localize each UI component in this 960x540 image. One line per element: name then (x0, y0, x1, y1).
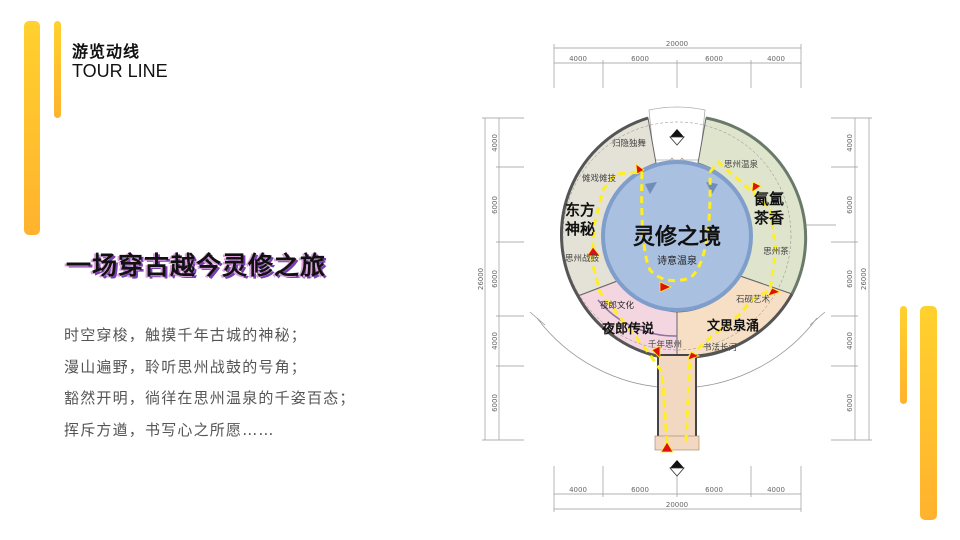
south-marker-icon (670, 460, 684, 468)
dim-right-seg: 6000 (846, 196, 854, 214)
dim-left-total: 26000 (477, 268, 485, 290)
accent-bar-right-large (920, 306, 937, 520)
dim-top-seg: 4000 (569, 55, 587, 63)
center-title: 灵修之境 (633, 224, 721, 250)
dim-right-seg: 4000 (846, 332, 854, 350)
dim-left-seg: 4000 (491, 134, 499, 152)
dim-top-total: 20000 (666, 40, 688, 48)
accent-bar-left-small (54, 21, 61, 118)
description-line: 豁然开明，徜徉在思州温泉的千姿百态； (64, 389, 356, 407)
arrow-icon (751, 181, 762, 193)
dim-left-seg: 6000 (491, 196, 499, 214)
entrance-platform (654, 435, 700, 451)
dim-right-seg: 4000 (846, 134, 854, 152)
description-line: 挥斥方遒，书写心之所愿…… (64, 420, 275, 439)
dim-bottom-seg: 4000 (569, 486, 587, 494)
dim-left-seg: 6000 (491, 394, 499, 412)
dim-top-seg: 6000 (705, 55, 723, 63)
zone-east-title-1: 氤氲 (754, 190, 784, 208)
arrow-icon (659, 281, 672, 293)
zone-east-title-2: 茶香 (754, 209, 784, 227)
zone-label: 夜郎文化 (600, 300, 635, 311)
dimension-left (482, 117, 524, 441)
dim-bottom-seg: 6000 (631, 486, 649, 494)
zone-label: 思州茶 (763, 246, 789, 257)
dimension-bottom (553, 466, 802, 512)
dim-right-seg: 6000 (846, 270, 854, 288)
description-line: 时空穿梭，触摸千年古城的神秘； (64, 326, 308, 344)
section-title-chinese: 游览动线 (72, 42, 141, 61)
zone-label: 千年思州 (648, 339, 682, 350)
arrow-icon (767, 287, 782, 297)
zone-west-title-1: 东方 (565, 201, 595, 219)
headline: 一场穿古越今灵修之旅 (66, 251, 327, 280)
arrow-icon (660, 441, 674, 453)
tour-route (590, 159, 778, 444)
dim-left-seg: 4000 (491, 332, 499, 350)
center-subtitle: 诗意温泉 (657, 254, 697, 267)
zone-southeast-title: 文思泉涌 (707, 318, 759, 334)
dim-top-seg: 6000 (631, 55, 649, 63)
section-title-english: TOUR LINE (72, 61, 168, 81)
dim-top-seg: 4000 (767, 55, 785, 63)
dim-bottom-total: 20000 (666, 501, 688, 509)
zone-label: 思州战鼓 (565, 253, 600, 264)
dim-right-seg: 6000 (846, 394, 854, 412)
description-text: 时空穿梭，触摸千年古城的神秘； 漫山遍野，聆听思州战鼓的号角； 豁然开明，徜徉在… (64, 320, 356, 446)
route-arrows (586, 163, 782, 453)
dim-bottom-seg: 4000 (767, 486, 785, 494)
arrow-icon (651, 345, 661, 359)
north-marker-icon (670, 129, 684, 137)
description-line: 漫山遍野，聆听思州战鼓的号角； (64, 357, 308, 376)
dim-left-seg: 6000 (491, 270, 499, 288)
arrow-icon (586, 246, 601, 257)
zone-label: 石砚艺术 (736, 294, 771, 305)
zone-label: 书法长河 (703, 342, 738, 353)
zone-west-title-2: 神秘 (565, 220, 595, 238)
arrow-icon (687, 351, 701, 361)
dim-bottom-seg: 6000 (705, 486, 723, 494)
zone-label: 思州温泉 (724, 159, 759, 170)
accent-bar-left-large (24, 21, 40, 235)
dim-right-total: 26000 (860, 268, 868, 290)
zone-label: 归隐独舞 (612, 138, 647, 149)
dimension-top (553, 44, 802, 88)
zone-southwest-title: 夜郎传说 (601, 321, 654, 337)
arrow-icon (635, 163, 645, 175)
zone-label: 傩戏傩技 (582, 173, 617, 184)
accent-bar-right-small (900, 306, 907, 404)
